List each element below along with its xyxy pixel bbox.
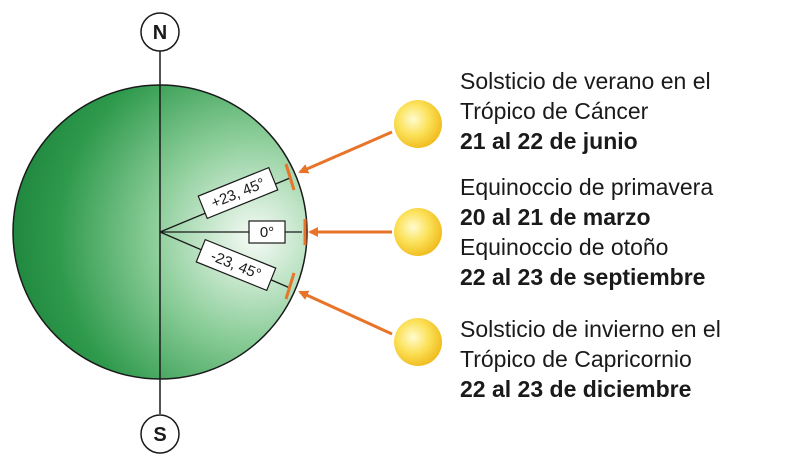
tick-cancer <box>284 163 296 191</box>
sun-winter-icon <box>394 318 442 366</box>
sun-equinox-icon <box>394 208 442 256</box>
angle-text-middle: 0° <box>260 224 274 241</box>
arrow-winter <box>298 290 393 336</box>
winter-line2: Trópico de Capricornio <box>460 346 692 372</box>
winter-solstice-caption: Solsticio de invierno en el Trópico de C… <box>460 314 721 404</box>
equinox-caption: Equinoccio de primavera 20 al 21 de marz… <box>460 172 713 292</box>
autumn-equinox-label: Equinoccio de otoño <box>460 234 669 260</box>
tick-capricorn <box>284 272 296 300</box>
winter-line1: Solsticio de invierno en el <box>460 316 721 342</box>
angle-label-middle: 0° <box>248 220 286 244</box>
summer-date: 21 al 22 de junio <box>460 128 638 154</box>
summer-solstice-caption: Solsticio de verano en el Trópico de Cán… <box>460 66 711 156</box>
autumn-equinox-date: 22 al 23 de septiembre <box>460 264 706 290</box>
south-pole-marker: S <box>140 414 180 454</box>
south-pole-label: S <box>153 424 166 446</box>
north-pole-label: N <box>153 22 167 44</box>
spring-equinox-date: 20 al 21 de marzo <box>460 204 651 230</box>
summer-line1: Solsticio de verano en el <box>460 68 711 94</box>
summer-line2: Trópico de Cáncer <box>460 98 649 124</box>
north-pole-marker: N <box>140 12 180 52</box>
spring-equinox-label: Equinoccio de primavera <box>460 174 714 200</box>
winter-date: 22 al 23 de diciembre <box>460 376 692 402</box>
arrow-summer <box>298 130 393 174</box>
sun-summer-icon <box>394 100 442 148</box>
